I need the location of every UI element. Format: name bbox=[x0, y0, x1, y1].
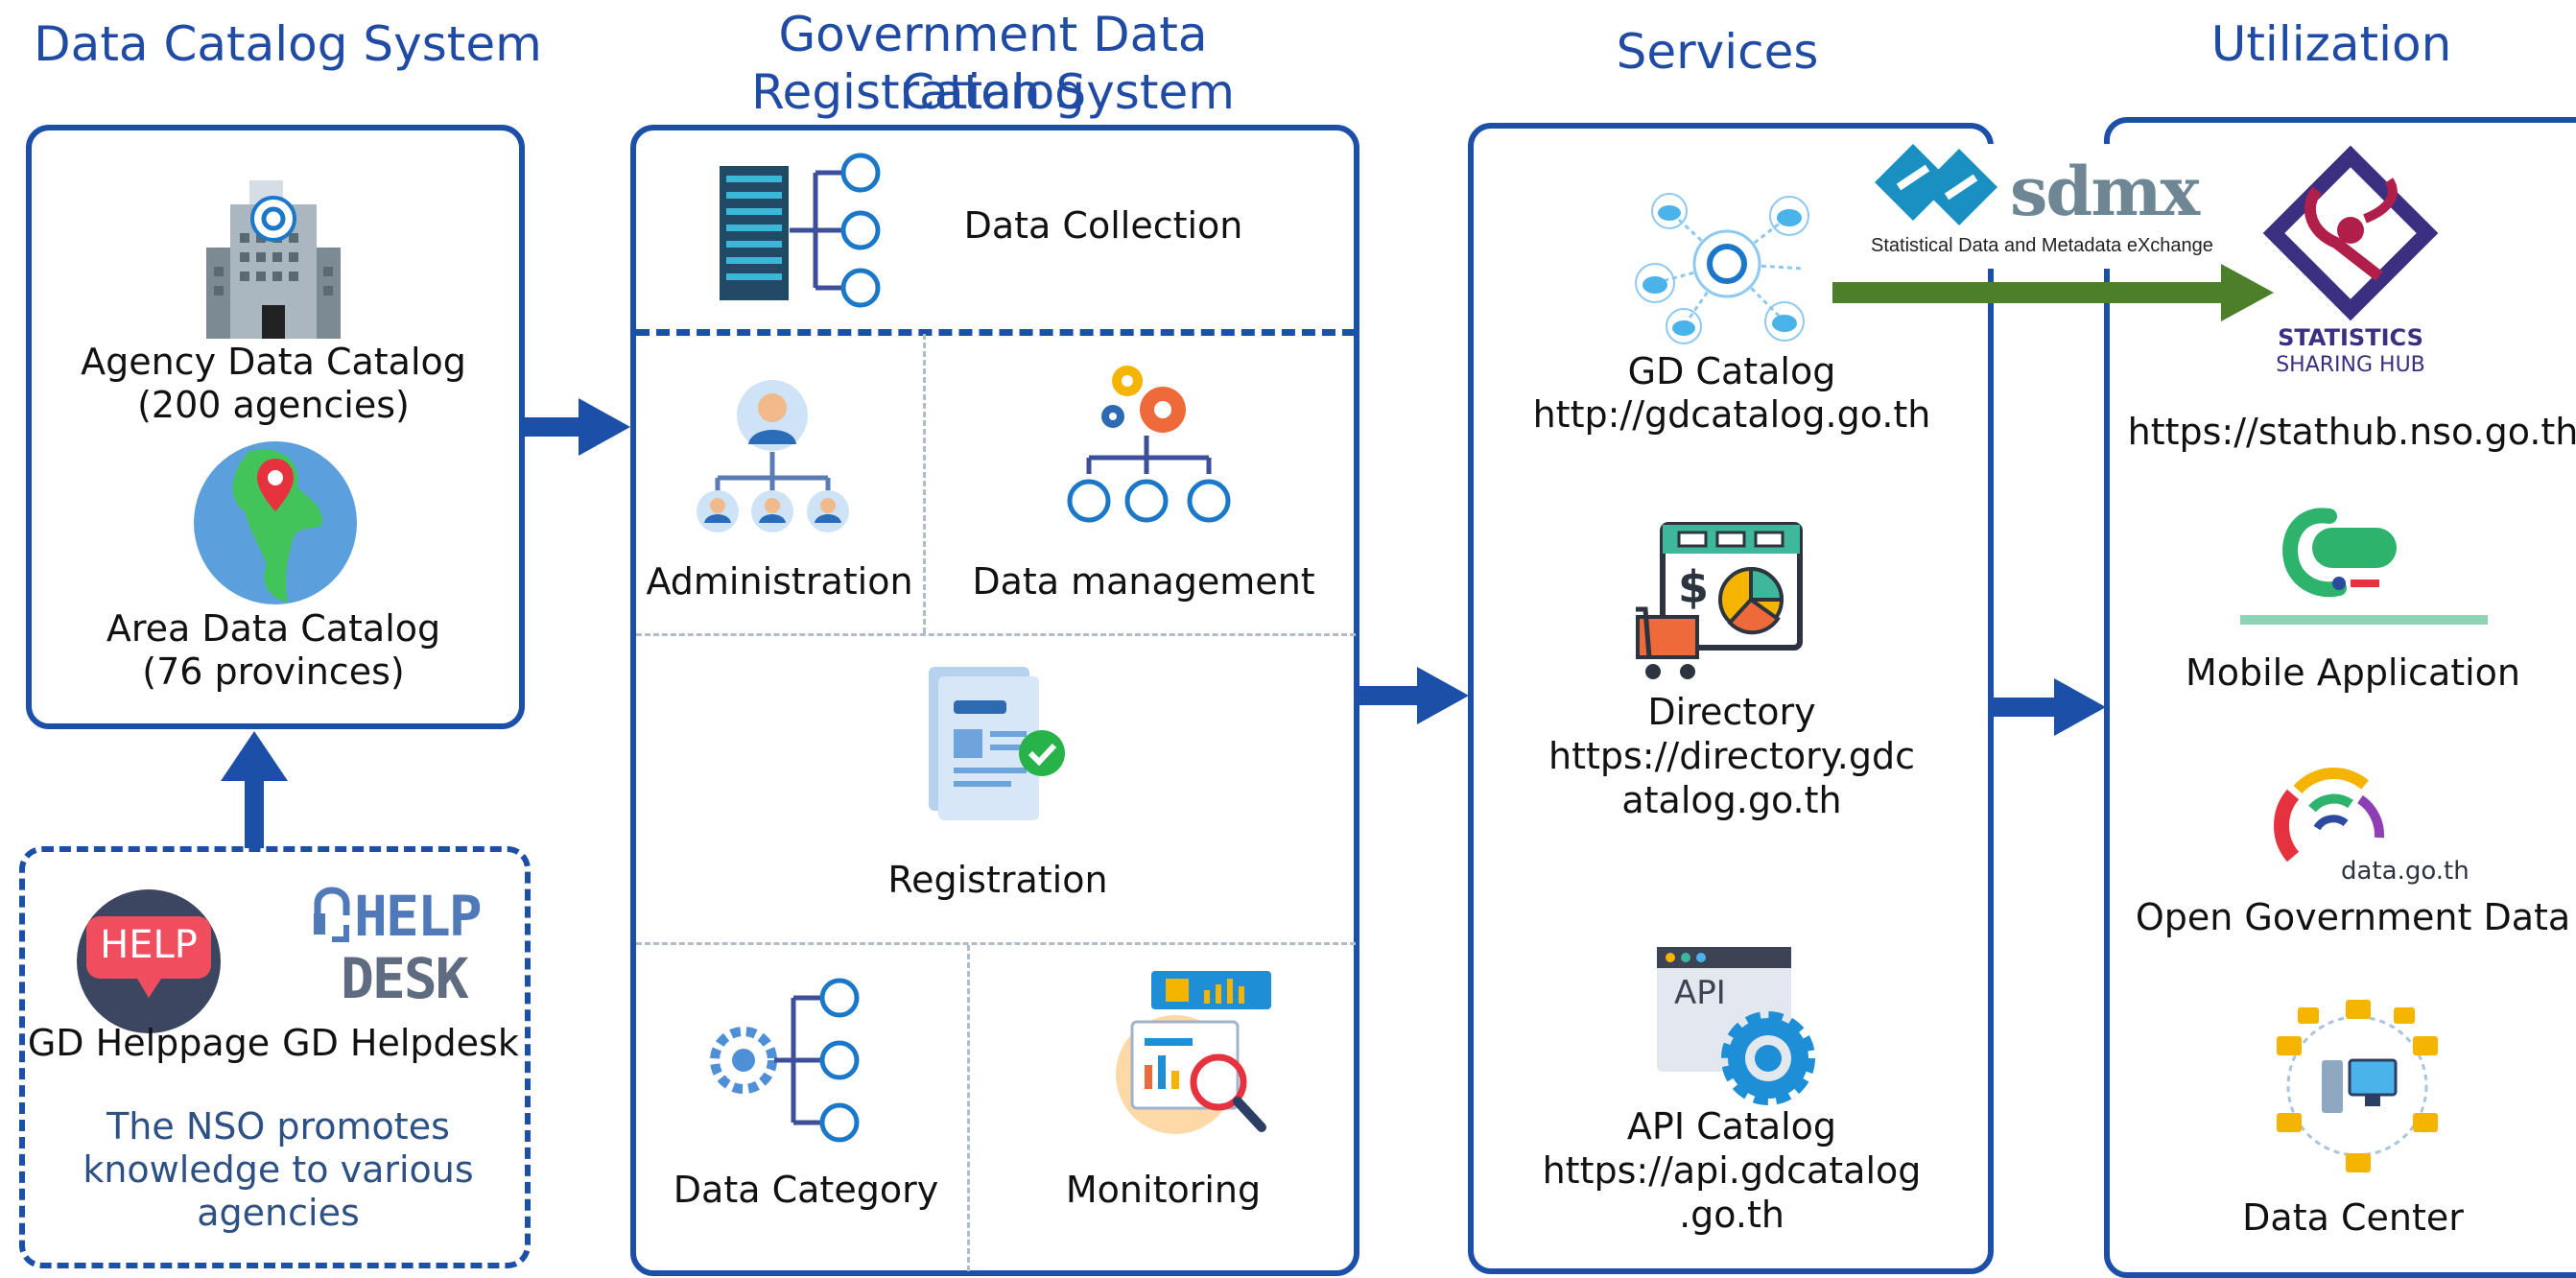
helpdesk-logo-line2: DESK bbox=[341, 946, 469, 1011]
agency-data-catalog-label: Agency Data Catalog bbox=[81, 341, 466, 383]
directory-url-line2: atalog.go.th bbox=[1621, 779, 1842, 821]
data-category-label: Data Category bbox=[673, 1169, 939, 1211]
gd-catalog-url: http://gdcatalog.go.th bbox=[1532, 393, 1931, 436]
data-category-gear-icon bbox=[710, 978, 860, 1143]
arrow-sdmx-green bbox=[1832, 264, 2274, 321]
data-center-label: Data Center bbox=[2242, 1196, 2464, 1239]
api-icon-text: API bbox=[1674, 974, 1726, 1012]
agency-count-label: (200 agencies) bbox=[137, 384, 410, 426]
sdmx-logo: sdmx Statistical Data and Metadata eXcha… bbox=[1871, 144, 2213, 269]
divider-admin-datamgmt bbox=[923, 334, 926, 633]
area-province-count-label: (76 provinces) bbox=[142, 651, 405, 693]
stathub-logo-line1: STATISTICS bbox=[2278, 324, 2423, 351]
nso-note-line2: knowledge to various bbox=[83, 1148, 474, 1191]
divider-lower-mid bbox=[636, 942, 1356, 945]
arrow-registration-to-services bbox=[1357, 667, 1469, 724]
monitoring-dashboard-icon bbox=[1116, 971, 1271, 1134]
api-catalog-url-line2: .go.th bbox=[1679, 1194, 1784, 1236]
divider-data-collection bbox=[636, 329, 1356, 336]
tang-rat-app-logo-icon bbox=[2282, 508, 2397, 598]
directory-dollar-icon: $ bbox=[1677, 561, 1709, 613]
nso-note-line1: The NSO promotes bbox=[106, 1105, 450, 1148]
gd-helpdesk-label: GD Helpdesk bbox=[282, 1022, 519, 1064]
header-data-catalog-system: Data Catalog System bbox=[34, 16, 542, 72]
stathub-logo-line2: SHARING HUB bbox=[2276, 353, 2425, 377]
arrow-catalog-to-registration bbox=[523, 398, 630, 456]
directory-shop-icon bbox=[1636, 522, 1803, 679]
administration-label: Administration bbox=[646, 560, 913, 603]
monitoring-label: Monitoring bbox=[1065, 1169, 1262, 1211]
header-registration-system-line2: Registration System bbox=[751, 64, 1235, 120]
arrow-help-to-catalog bbox=[221, 731, 288, 848]
data-management-label: Data management bbox=[972, 560, 1315, 603]
help-bubble-icon bbox=[77, 889, 221, 1033]
data-collection-label: Data Collection bbox=[963, 204, 1243, 247]
open-government-data-label: Open Government Data bbox=[2135, 896, 2571, 938]
sdmx-diamond-icon bbox=[1875, 144, 1997, 225]
mobile-app-underline bbox=[2240, 615, 2488, 625]
registration-document-icon bbox=[929, 667, 1065, 820]
gd-catalog-label: GD Catalog bbox=[1627, 350, 1836, 392]
data-center-network-icon bbox=[2277, 1000, 2438, 1172]
statistics-sharing-hub-logo-icon bbox=[2262, 145, 2439, 321]
stathub-url: https://stathub.nso.go.th bbox=[2127, 411, 2576, 453]
api-gear-icon bbox=[1657, 947, 1815, 1105]
registration-label: Registration bbox=[887, 859, 1108, 901]
mobile-application-label: Mobile Application bbox=[2185, 651, 2521, 694]
directory-label: Directory bbox=[1647, 691, 1816, 733]
divider-upper-mid bbox=[636, 633, 1356, 636]
nso-note-line3: agencies bbox=[197, 1192, 360, 1234]
helpdesk-logo-help-text: HELP bbox=[354, 884, 483, 949]
headset-icon bbox=[314, 887, 350, 942]
agency-building-icon bbox=[206, 180, 341, 339]
arrow-services-to-utilization bbox=[1991, 678, 2106, 736]
administration-org-icon bbox=[697, 380, 849, 532]
header-utilization: Utilization bbox=[2210, 16, 2452, 72]
header-registration-system-line1: Government Data Catalog bbox=[778, 7, 1208, 120]
cloud-network-icon bbox=[1635, 193, 1809, 344]
sdmx-logo-text: sdmx bbox=[2010, 152, 2200, 231]
helpdesk-logo-line1: HELP bbox=[312, 881, 484, 953]
data-go-th-logo-text: data.go.th bbox=[2341, 857, 2470, 886]
data-go-th-logo-icon bbox=[2274, 768, 2385, 863]
gd-helppage-label: GD Helppage bbox=[27, 1022, 271, 1064]
api-catalog-label: API Catalog bbox=[1626, 1105, 1837, 1148]
thailand-map-globe-icon bbox=[194, 441, 357, 604]
help-bubble-text: HELP bbox=[100, 923, 198, 967]
directory-url-line1: https://directory.gdc bbox=[1548, 735, 1915, 777]
data-management-gears-icon bbox=[1067, 366, 1231, 523]
sdmx-caption: Statistical Data and Metadata eXchange bbox=[1871, 235, 2213, 256]
area-data-catalog-label: Area Data Catalog bbox=[106, 607, 441, 650]
header-services: Services bbox=[1616, 24, 1819, 80]
api-catalog-url-line1: https://api.gdcatalog bbox=[1542, 1149, 1922, 1192]
catalog-system-box bbox=[26, 125, 525, 729]
divider-category-monitoring bbox=[967, 945, 970, 1271]
server-network-icon bbox=[720, 153, 881, 308]
